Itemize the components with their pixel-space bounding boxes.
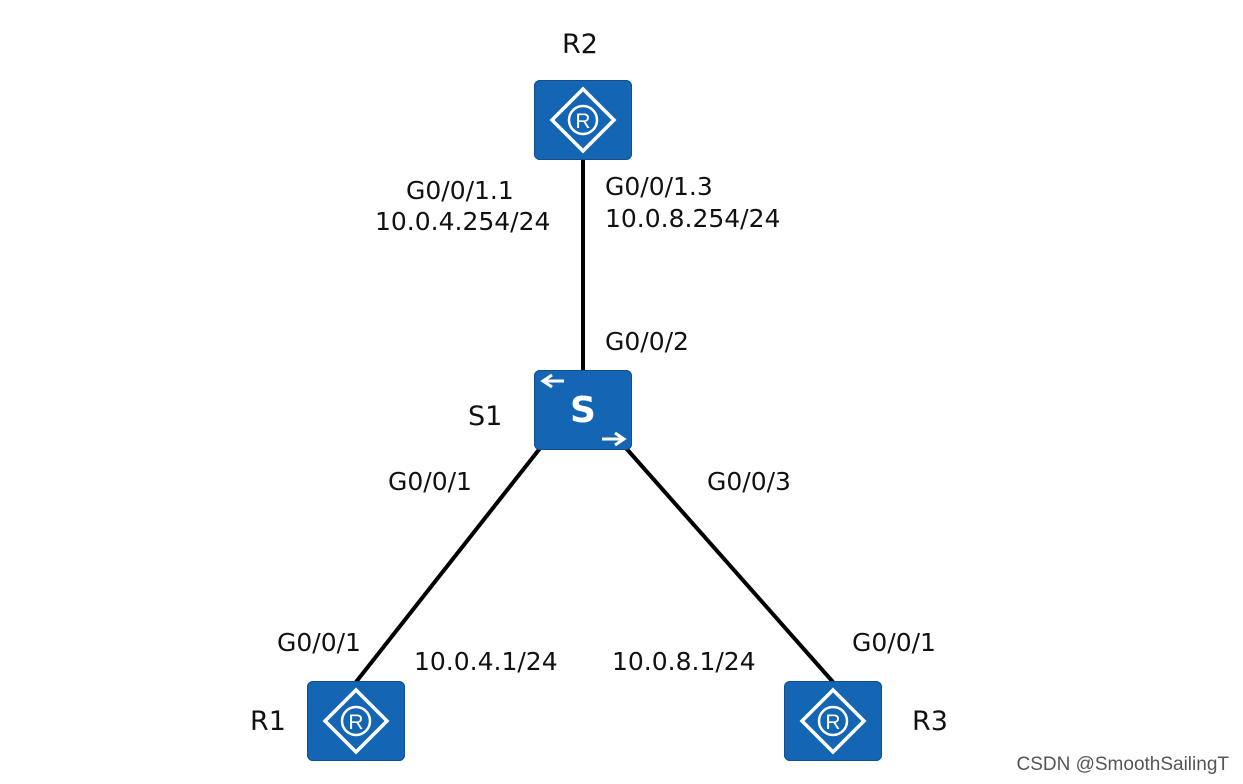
s1-port-to-r1: G0/0/1	[388, 467, 472, 496]
r2-name: R2	[562, 29, 598, 60]
s1-port-to-r2: G0/0/2	[605, 327, 689, 356]
r1-ip: 10.0.4.1/24	[414, 647, 558, 676]
s1-port-to-r3: G0/0/3	[707, 467, 791, 496]
link-s1-r1	[354, 445, 543, 684]
watermark: CSDN @SmoothSailingT	[1016, 754, 1229, 775]
router-r1[interactable]: R	[307, 681, 405, 761]
r2-subif-1-ip: 10.0.4.254/24	[375, 207, 551, 236]
r2-subif-1-interface: G0/0/1.1	[406, 176, 514, 205]
router-r3[interactable]: R	[784, 681, 882, 761]
svg-text:R: R	[348, 711, 363, 734]
switch-glyph: S	[570, 390, 596, 431]
switch-s1[interactable]: S	[534, 370, 632, 450]
r2-subif-3-interface: G0/0/1.3	[605, 172, 713, 201]
r1-name: R1	[250, 706, 286, 737]
r3-name: R3	[912, 706, 948, 737]
r1-port: G0/0/1	[277, 628, 361, 657]
router-icon: R	[549, 86, 617, 154]
svg-text:R: R	[575, 110, 590, 133]
r3-ip: 10.0.8.1/24	[612, 647, 756, 676]
r3-port: G0/0/1	[852, 628, 936, 657]
r2-subif-3-ip: 10.0.8.254/24	[605, 204, 781, 233]
switch-icon: S	[540, 373, 627, 447]
svg-text:R: R	[825, 711, 840, 734]
link-s1-r3	[623, 445, 835, 684]
router-icon: R	[322, 687, 390, 755]
router-icon: R	[799, 687, 867, 755]
router-r2[interactable]: R	[534, 80, 632, 160]
s1-name: S1	[468, 401, 503, 432]
